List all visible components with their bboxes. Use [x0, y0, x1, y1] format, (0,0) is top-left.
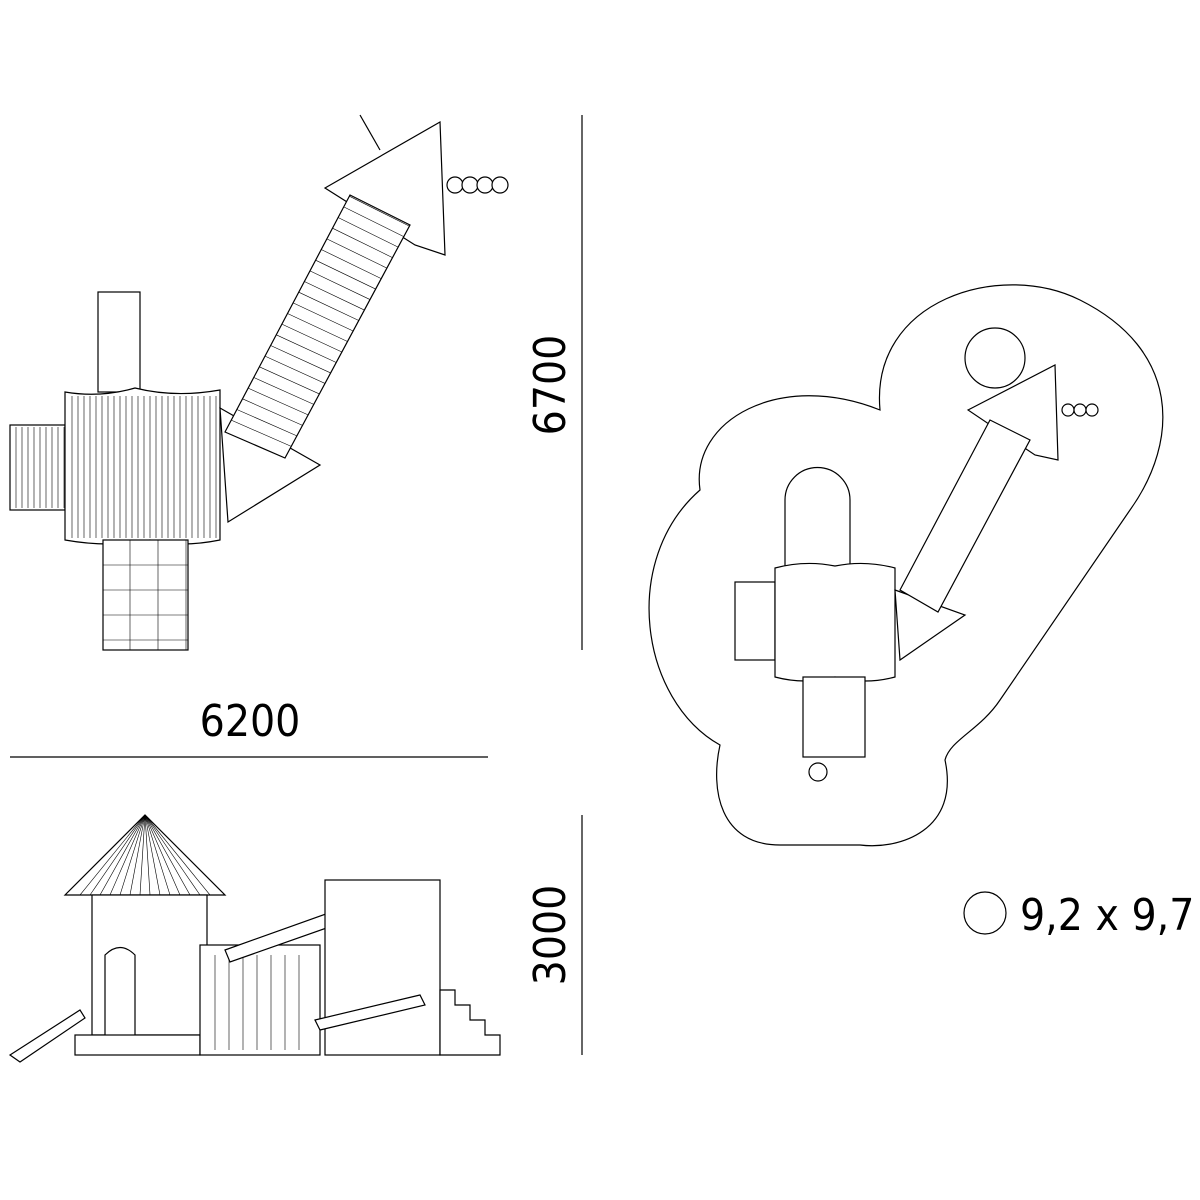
safety-area-view [648, 284, 1164, 847]
tower-door [104, 946, 136, 1035]
log-steps-top-view [446, 176, 509, 194]
bridge-plank-line [298, 291, 359, 321]
logo-stamp-icon [808, 762, 828, 782]
roof-shingle-line [119, 814, 146, 896]
roof-side-view [63, 814, 227, 896]
bridge-top-view [224, 194, 411, 459]
roof-shingle-line [144, 814, 201, 896]
safety-zone-outline [648, 284, 1164, 847]
bridge-plank-line [337, 217, 399, 248]
roof-shingle-line [144, 814, 171, 896]
bridge-plank-line [236, 409, 297, 437]
bridge-plank-line [343, 206, 404, 237]
roof-shingle-line [144, 814, 191, 896]
bridge-plank-line [309, 270, 371, 300]
bridge-plank-line [231, 419, 292, 447]
bridge-plank-line [270, 345, 331, 374]
bridge-plank-line [332, 227, 393, 258]
bridge-plank-line [321, 249, 382, 279]
bridge-plank-line [242, 398, 303, 426]
bridge-plank-line [349, 195, 410, 227]
side-view [8, 814, 501, 1063]
width-dimension-label: 6200 [200, 696, 301, 747]
safety-circle-hatched [964, 327, 1026, 389]
bridge-plank-line [315, 259, 376, 290]
log-steps-plan [1061, 403, 1099, 417]
roof-shingle-line [144, 814, 181, 896]
bridge-plank-line [292, 302, 354, 332]
slide-top-view [97, 291, 141, 393]
roof-shingle-line [89, 814, 146, 896]
bridge-plank-line [304, 281, 365, 311]
roof-shingle-line [139, 814, 146, 896]
safety-area-legend-icon [963, 891, 1007, 935]
slide-side-view [8, 1009, 86, 1063]
bridge-plank-line [264, 355, 326, 384]
side-panel-top-view [9, 424, 66, 511]
roof-shingle-line [144, 814, 151, 896]
fence-panel-side-view [199, 944, 321, 1056]
bridge-plank-line [326, 238, 388, 269]
net-top-view [102, 539, 189, 651]
depth-dimension-label: 6700 [525, 335, 576, 436]
bridge-plank-line [281, 323, 343, 353]
roof-shingle-line [129, 814, 146, 896]
top-view [9, 114, 509, 651]
upper-tower-side-view [324, 879, 441, 1056]
bridge-plank-line [276, 334, 337, 363]
side-panel-plan [734, 581, 776, 661]
net-plan [802, 676, 866, 758]
bridge-plan [899, 419, 1031, 613]
height-dimension-label: 3000 [525, 885, 576, 986]
steps-side-view [439, 989, 501, 1056]
roof-shingle-line [109, 814, 146, 896]
safety-area-label: 9,2 x 9,7 [1020, 890, 1194, 941]
roof-shingle-line [144, 814, 161, 896]
bridge-plank-line [248, 387, 309, 416]
handle-top-view [359, 114, 381, 151]
bridge-plank-line [259, 366, 320, 395]
roof-shingle-line [99, 814, 146, 896]
bridge-plank-line [287, 313, 348, 342]
tower-roof-top-view [64, 387, 221, 545]
roof-shingle-line [79, 814, 146, 896]
bridge-plank-line [253, 377, 314, 405]
tower-roof-plan [774, 562, 896, 682]
climbing-ramp-side-view [314, 994, 426, 1031]
tower-base [74, 1034, 201, 1056]
roof-shingle-line [144, 814, 211, 896]
